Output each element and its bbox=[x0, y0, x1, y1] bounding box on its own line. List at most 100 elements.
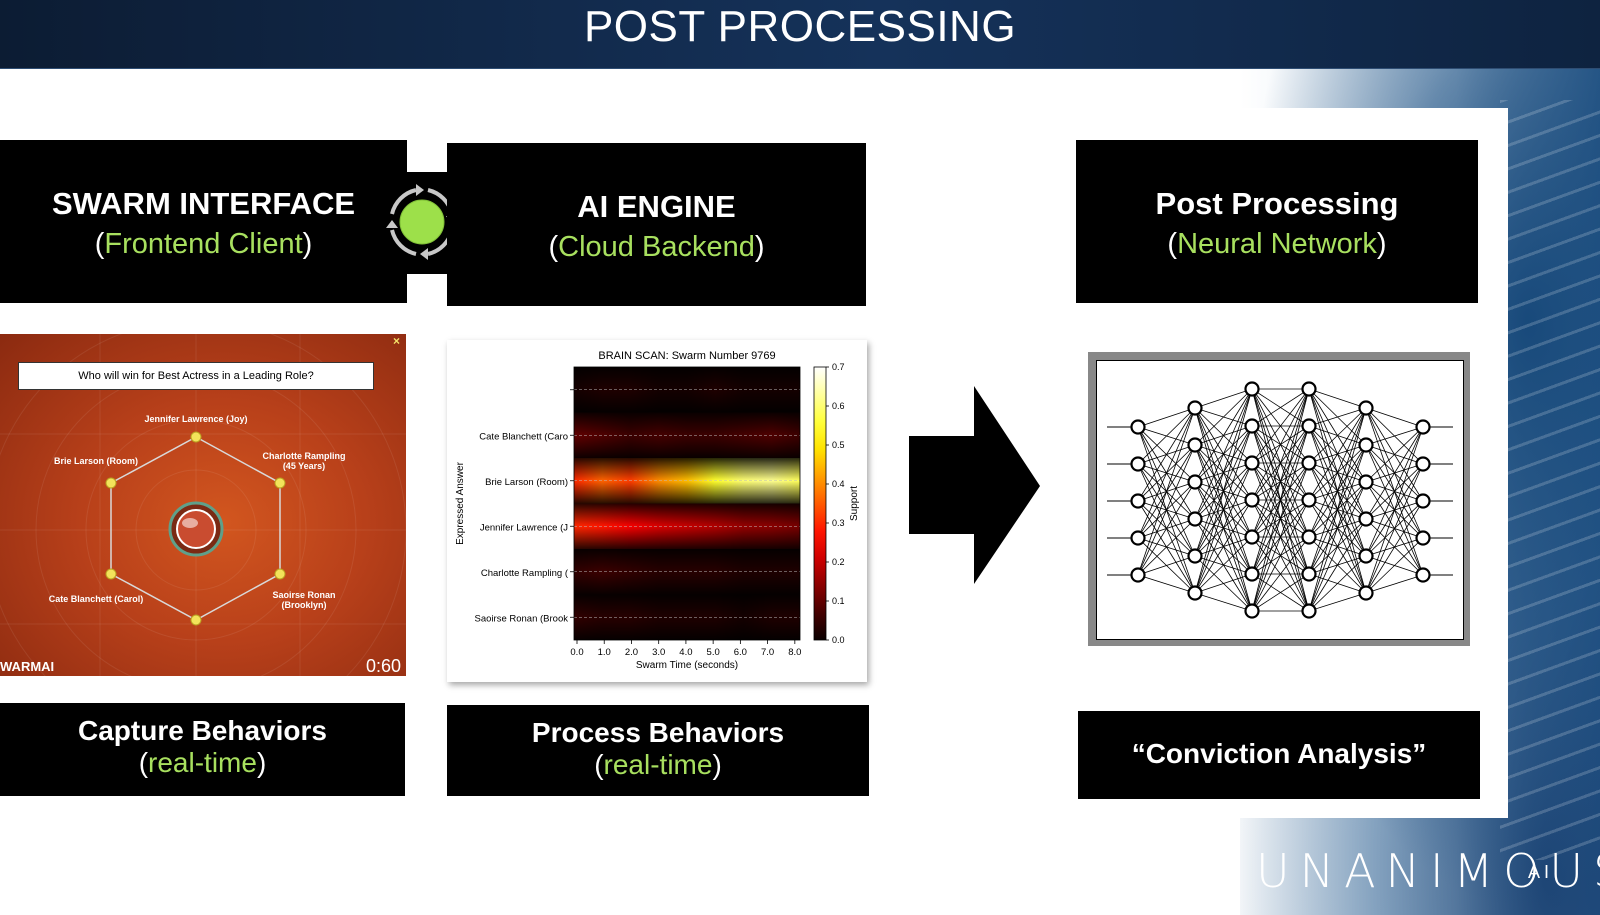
network-edge bbox=[1251, 388, 1310, 501]
network-edge bbox=[1251, 388, 1310, 427]
answer-node-bottom bbox=[190, 614, 202, 626]
swarm-interface-subtitle: (Frontend Client) bbox=[94, 228, 313, 260]
colorbar-label: Support bbox=[849, 486, 860, 521]
colorbar-tick-label: 0.6 bbox=[832, 401, 845, 411]
network-node bbox=[1358, 400, 1374, 416]
capture-behaviors-subtitle: (real-time) bbox=[138, 747, 267, 778]
y-tick-label: Jennifer Lawrence (J bbox=[480, 522, 568, 533]
capture-behaviors-title: Capture Behaviors bbox=[78, 715, 327, 746]
post-processing-box: Post Processing (Neural Network) bbox=[1076, 140, 1478, 303]
network-node bbox=[1244, 603, 1260, 619]
network-edge bbox=[1194, 388, 1253, 594]
network-edge bbox=[1194, 536, 1253, 594]
network-edge bbox=[1365, 407, 1424, 428]
close-icon[interactable]: × bbox=[393, 334, 401, 348]
colorbar-tick-label: 0.7 bbox=[832, 362, 845, 372]
colorbar bbox=[813, 366, 827, 641]
network-edge bbox=[1194, 388, 1253, 557]
y-tick-label: Cate Blanchett (Caro bbox=[479, 431, 568, 442]
network-edge bbox=[1251, 499, 1310, 612]
network-edge bbox=[1251, 388, 1310, 575]
network-node bbox=[1301, 492, 1317, 508]
network-edge bbox=[1365, 500, 1424, 594]
network-node bbox=[1187, 437, 1203, 453]
header-bar: POST PROCESSING bbox=[0, 0, 1600, 69]
colorbar-tick-label: 0.2 bbox=[832, 557, 845, 567]
swarm-logo: WARMAI bbox=[0, 659, 55, 674]
swarm-question: Who will win for Best Actress in a Leadi… bbox=[18, 362, 374, 390]
network-node bbox=[1130, 493, 1146, 509]
puck-inner bbox=[176, 509, 216, 549]
network-node bbox=[1358, 585, 1374, 601]
network-edge bbox=[1308, 481, 1367, 612]
network-node bbox=[1130, 530, 1146, 546]
network-node bbox=[1244, 455, 1260, 471]
network-edge bbox=[1194, 388, 1253, 520]
network-node bbox=[1358, 437, 1374, 453]
x-tick-label: 5.0 bbox=[707, 647, 720, 658]
network-node bbox=[1244, 529, 1260, 545]
network-edge bbox=[1308, 444, 1367, 612]
swarm-interface-title: SWARM INTERFACE bbox=[51, 186, 356, 221]
puck-highlight bbox=[182, 518, 198, 528]
network-node bbox=[1244, 566, 1260, 582]
network-node bbox=[1301, 529, 1317, 545]
neural-network-diagram bbox=[1107, 381, 1453, 619]
x-tick-label: 6.0 bbox=[734, 647, 747, 658]
process-behaviors-title: Process Behaviors bbox=[531, 717, 785, 748]
network-edge bbox=[1308, 407, 1367, 612]
network-edge bbox=[1137, 555, 1196, 576]
network-node bbox=[1130, 456, 1146, 472]
network-edge bbox=[1365, 574, 1424, 594]
network-node bbox=[1301, 381, 1317, 397]
network-edge bbox=[1137, 574, 1196, 594]
x-tick-label: 7.0 bbox=[761, 647, 774, 658]
swarm-interface-screenshot bbox=[0, 334, 406, 676]
ai-engine-subtitle: (Cloud Backend) bbox=[548, 231, 765, 263]
network-edge bbox=[1365, 426, 1424, 594]
network-edge bbox=[1137, 407, 1196, 576]
network-edge bbox=[1365, 537, 1424, 594]
network-node bbox=[1130, 419, 1146, 435]
answer-node-top-left bbox=[105, 477, 117, 489]
network-edge bbox=[1137, 407, 1196, 428]
network-node bbox=[1415, 530, 1431, 546]
network-edge bbox=[1194, 388, 1253, 409]
network-node bbox=[1415, 567, 1431, 583]
network-edge bbox=[1251, 462, 1310, 612]
y-tick-label: Charlotte Rampling ( bbox=[481, 568, 569, 579]
network-edge bbox=[1308, 407, 1367, 538]
network-edge bbox=[1194, 425, 1253, 594]
colorbar-tick-label: 0.5 bbox=[832, 440, 845, 450]
colorbar-tick-label: 0.1 bbox=[832, 596, 845, 606]
network-node bbox=[1301, 418, 1317, 434]
answer-node-bottom-left bbox=[105, 568, 117, 580]
fish-school-decoration bbox=[1500, 100, 1600, 860]
network-node bbox=[1415, 419, 1431, 435]
network-node bbox=[1415, 493, 1431, 509]
chart-title: BRAIN SCAN: Swarm Number 9769 bbox=[598, 350, 775, 362]
option-saoirse-ronan: Saoirse Ronan (Brooklyn) bbox=[272, 590, 336, 610]
y-axis-label: Expressed Answer bbox=[455, 461, 466, 544]
network-node bbox=[1244, 492, 1260, 508]
network-edge bbox=[1308, 388, 1367, 409]
network-edge bbox=[1194, 388, 1253, 483]
network-edge bbox=[1137, 407, 1196, 502]
x-tick-label: 1.0 bbox=[598, 647, 611, 658]
network-edge bbox=[1251, 388, 1310, 464]
option-brie-larson: Brie Larson (Room) bbox=[53, 456, 138, 466]
network-node bbox=[1187, 548, 1203, 564]
network-node bbox=[1358, 474, 1374, 490]
network-edge bbox=[1137, 481, 1196, 576]
option-cate-blanchett: Cate Blanchett (Carol) bbox=[48, 594, 144, 604]
network-node bbox=[1130, 567, 1146, 583]
x-axis-label: Swarm Time (seconds) bbox=[636, 660, 738, 671]
neural-network-canvas bbox=[1096, 360, 1464, 640]
network-edge bbox=[1251, 573, 1310, 612]
answer-node-bottom-right bbox=[274, 568, 286, 580]
x-tick-label: 2.0 bbox=[625, 647, 638, 658]
capture-behaviors-box: Capture Behaviors (real-time) bbox=[0, 703, 405, 796]
network-edge bbox=[1137, 407, 1196, 539]
network-edge bbox=[1251, 388, 1310, 538]
